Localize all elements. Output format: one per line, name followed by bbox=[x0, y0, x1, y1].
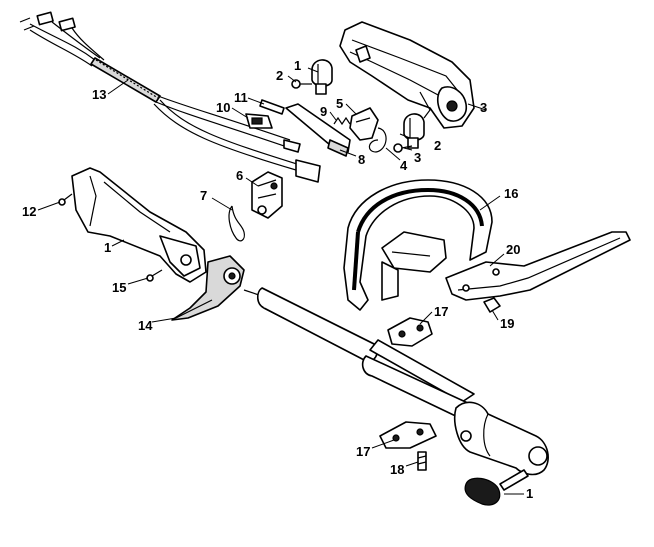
screw-18 bbox=[417, 451, 427, 471]
callout-label: 3 bbox=[480, 100, 487, 115]
housing-half-top bbox=[339, 21, 475, 129]
screw-15 bbox=[146, 269, 163, 282]
screw-right bbox=[393, 143, 413, 153]
drive-tube bbox=[243, 287, 549, 476]
clamp-17-lower bbox=[379, 421, 437, 449]
nut-19 bbox=[483, 297, 501, 313]
spring-7 bbox=[228, 205, 245, 242]
callout-label: 1 bbox=[294, 58, 301, 73]
spring-4 bbox=[368, 127, 387, 153]
callout-label: 5 bbox=[336, 96, 343, 111]
screw-12 bbox=[58, 193, 73, 206]
clamp-right bbox=[403, 113, 425, 149]
callout-label: 14 bbox=[138, 318, 153, 333]
callout-label: 17 bbox=[356, 444, 370, 459]
callout-label: 1 bbox=[526, 486, 533, 501]
callout-label: 19 bbox=[500, 316, 514, 331]
callout-label: 20 bbox=[506, 242, 520, 257]
callout-label: 17 bbox=[434, 304, 448, 319]
callout-label: 6 bbox=[236, 168, 243, 183]
barrier-bar bbox=[445, 231, 631, 301]
handle-half-left bbox=[71, 167, 207, 283]
bracket-6 bbox=[251, 171, 283, 219]
leader-lines bbox=[37, 67, 524, 495]
screw-top bbox=[291, 79, 312, 89]
callout-label: 11 bbox=[234, 90, 248, 105]
callout-label: 8 bbox=[358, 152, 365, 167]
callout-label: 2 bbox=[434, 138, 441, 153]
switch-10 bbox=[245, 113, 273, 129]
callout-label: 16 bbox=[504, 186, 518, 201]
callout-label: 7 bbox=[200, 188, 207, 203]
callout-label: 2 bbox=[276, 68, 283, 83]
clamp-top bbox=[311, 59, 333, 95]
spring-9 bbox=[333, 116, 351, 126]
callout-labels: 1 2 3 13 10 11 9 5 8 4 2 3 6 7 12 1 15 1… bbox=[22, 58, 533, 501]
callout-label: 1 bbox=[104, 240, 111, 255]
throttle-trigger bbox=[349, 107, 379, 141]
loop-handle bbox=[343, 179, 493, 311]
callout-label: 10 bbox=[216, 100, 230, 115]
callout-label: 3 bbox=[414, 150, 421, 165]
callout-label: 9 bbox=[320, 104, 327, 119]
guard-14 bbox=[171, 255, 245, 321]
callout-label: 18 bbox=[390, 462, 404, 477]
clamp-17-upper bbox=[387, 317, 433, 347]
wiring-harness bbox=[19, 11, 321, 183]
callout-label: 15 bbox=[112, 280, 126, 295]
throttle-lever bbox=[285, 103, 351, 157]
callout-label: 12 bbox=[22, 204, 36, 219]
callout-label: 13 bbox=[92, 87, 106, 102]
contact-11 bbox=[259, 99, 285, 115]
callout-label: 4 bbox=[400, 158, 408, 173]
wing-knob bbox=[464, 469, 529, 506]
